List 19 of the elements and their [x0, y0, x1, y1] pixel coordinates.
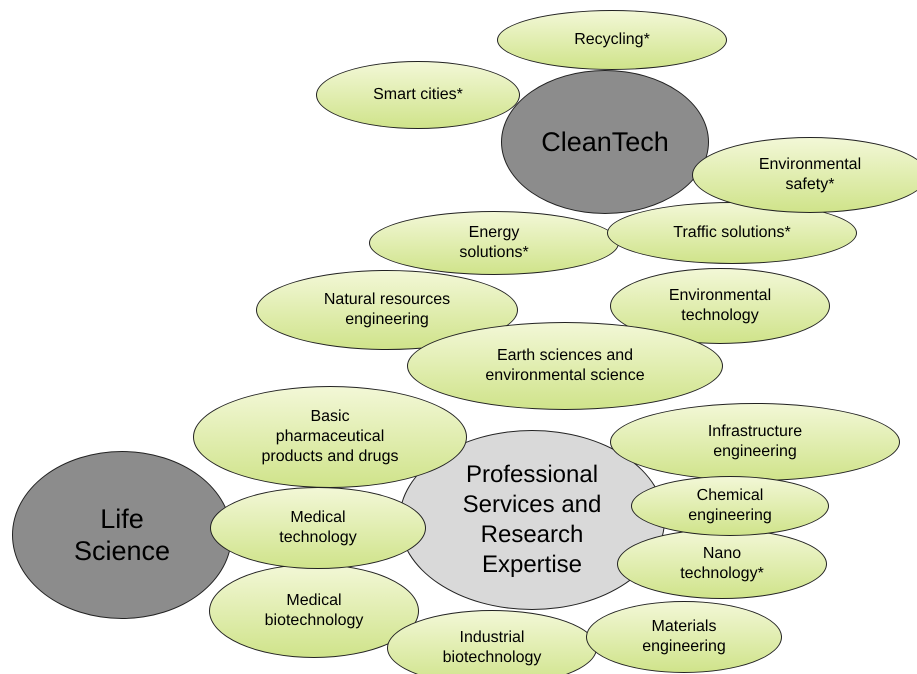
topic-label: Chemical engineering — [687, 486, 773, 526]
topic-label: Medical biotechnology — [264, 591, 364, 631]
topic-label: Medical technology — [278, 508, 358, 548]
topic-label: Nano technology* — [679, 544, 765, 584]
topic-label: Traffic solutions* — [673, 223, 791, 243]
topic-label: Industrial biotechnology — [442, 628, 542, 668]
category-label: Life Science — [72, 503, 172, 567]
category-label: Professional Services and Research Expertise — [462, 460, 602, 580]
topic-label: Smart cities* — [373, 85, 463, 105]
topic-label: Environmental safety* — [758, 155, 862, 195]
topic-label: Materials engineering — [641, 617, 727, 657]
category-label: CleanTech — [541, 126, 669, 158]
topic-label: Basic pharmaceutical products and drugs — [260, 407, 400, 467]
topic-label: Energy solutions* — [458, 223, 530, 263]
topic-label: Natural resources engineering — [322, 290, 452, 330]
topic-label: Infrastructure engineering — [706, 422, 804, 462]
topic-label: Environmental technology — [668, 286, 772, 326]
topic-label: Recycling* — [574, 30, 650, 50]
topic-label: Earth sciences and environmental science — [484, 346, 646, 386]
